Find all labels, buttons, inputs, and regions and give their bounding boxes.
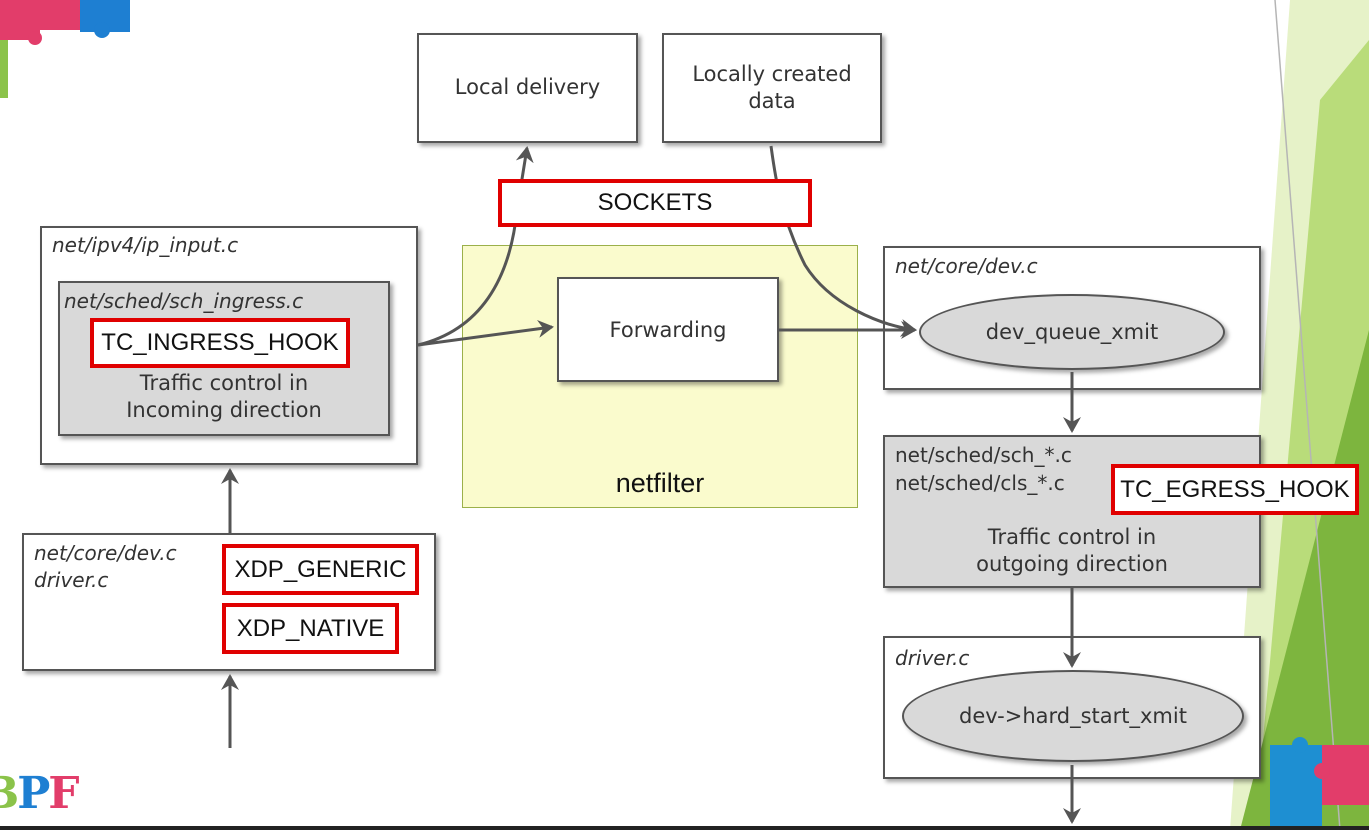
forwarding-label: Forwarding <box>609 318 727 342</box>
forwarding-box: Forwarding <box>557 277 779 382</box>
sockets-hook: SOCKETS <box>498 179 812 227</box>
dev-queue-xmit-node: dev_queue_xmit <box>919 294 1225 370</box>
egress-desc-line2: outgoing direction <box>976 552 1168 576</box>
locally-created-label-line1: Locally created <box>692 62 852 86</box>
local-delivery-box: Local delivery <box>417 33 638 143</box>
ingress-desc-line2: Incoming direction <box>126 398 322 422</box>
locally-created-data-box: Locally created data <box>662 33 882 143</box>
tc-ingress-hook: TC_INGRESS_HOOK <box>90 318 350 368</box>
egress-box: net/sched/sch_*.c net/sched/cls_*.c Traf… <box>883 435 1261 588</box>
driver-out-path: driver.c <box>895 646 970 670</box>
ingress-desc-line1: Traffic control in <box>139 371 309 395</box>
hard-start-xmit-node: dev->hard_start_xmit <box>902 670 1244 762</box>
xdp-generic-hook: XDP_GENERIC <box>222 544 419 595</box>
puzzle-icon-top-left <box>0 0 130 98</box>
bpf-logo: BPF <box>0 768 80 819</box>
netfilter-label: netfilter <box>615 468 705 498</box>
egress-path2: net/sched/cls_*.c <box>895 471 1065 495</box>
egress-desc-line1: Traffic control in <box>987 525 1157 549</box>
puzzle-icon-bottom-right <box>1270 737 1369 830</box>
dev-core-path: net/core/dev.c <box>895 254 1038 278</box>
egress-path1: net/sched/sch_*.c <box>895 443 1072 467</box>
driver-in-path1: net/core/dev.c <box>34 541 177 565</box>
xdp-native-hook: XDP_NATIVE <box>222 603 399 654</box>
tc-egress-hook: TC_EGRESS_HOOK <box>1111 464 1359 515</box>
ip-input-path: net/ipv4/ip_input.c <box>52 233 239 257</box>
slide-edge-line <box>1274 0 1341 830</box>
bottom-bar <box>0 826 1369 830</box>
sch-ingress-path: net/sched/sch_ingress.c <box>64 289 304 313</box>
local-delivery-label: Local delivery <box>454 75 601 99</box>
driver-in-path2: driver.c <box>34 568 109 592</box>
locally-created-label-line2: data <box>748 89 796 113</box>
green-band-mid <box>1255 40 1369 830</box>
